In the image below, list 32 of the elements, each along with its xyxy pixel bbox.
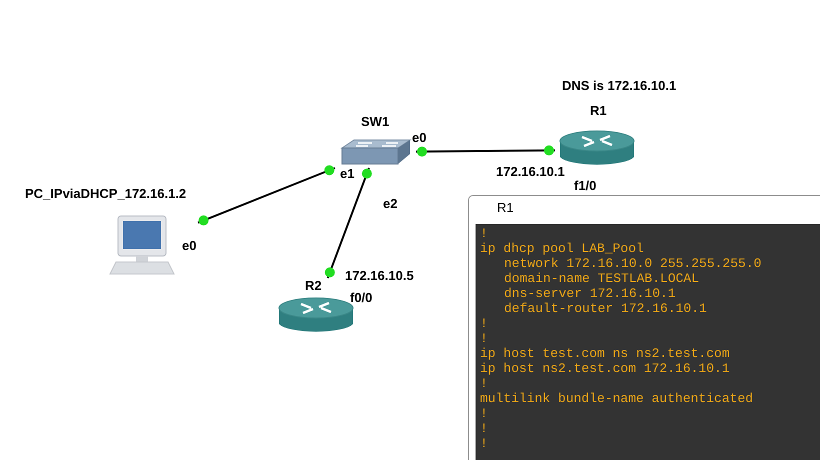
code-line: ! [480, 421, 488, 436]
network-link [198, 167, 336, 224]
code-line: ip host test.com ns ns2.test.com [480, 346, 730, 361]
code-line: ip host ns2.test.com 172.16.10.1 [480, 361, 730, 376]
code-line: ! [480, 376, 488, 391]
port-label: e0 [412, 130, 426, 145]
code-line: ! [480, 331, 488, 346]
port-label: f0/0 [350, 290, 372, 305]
code-line: dns-server 172.16.10.1 [504, 286, 676, 301]
ip-address-label: 172.16.10.5 [345, 268, 414, 283]
port-label: f1/0 [574, 178, 596, 193]
network-link [326, 168, 370, 278]
code-line: network 172.16.10.0 255.255.255.0 [504, 256, 762, 271]
node-label: PC_IPviaDHCP_172.16.1.2 [25, 186, 186, 201]
code-line: ip dhcp pool LAB_Pool [480, 241, 644, 256]
code-line: domain-name TESTLAB.LOCAL [504, 271, 700, 286]
port-label: e1 [340, 166, 354, 181]
code-line: ! [480, 316, 488, 331]
code-line: multilink bundle-name authenticated [480, 391, 754, 406]
code-line: default-router 172.16.10.1 [504, 301, 707, 316]
port-label: e0 [182, 238, 196, 253]
window-title: R1 [497, 200, 514, 215]
code-line: ! [480, 436, 488, 451]
code-line: ! [480, 226, 488, 241]
node-label: R2 [305, 278, 322, 293]
note: DNS is 172.16.10.1 [562, 78, 676, 93]
node-label: SW1 [361, 114, 390, 129]
code-line: ! [480, 406, 488, 421]
ip-address-label: 172.16.10.1 [496, 164, 565, 179]
network-link [416, 149, 555, 153]
node-label: R1 [590, 103, 607, 118]
port-label: e2 [383, 196, 398, 211]
